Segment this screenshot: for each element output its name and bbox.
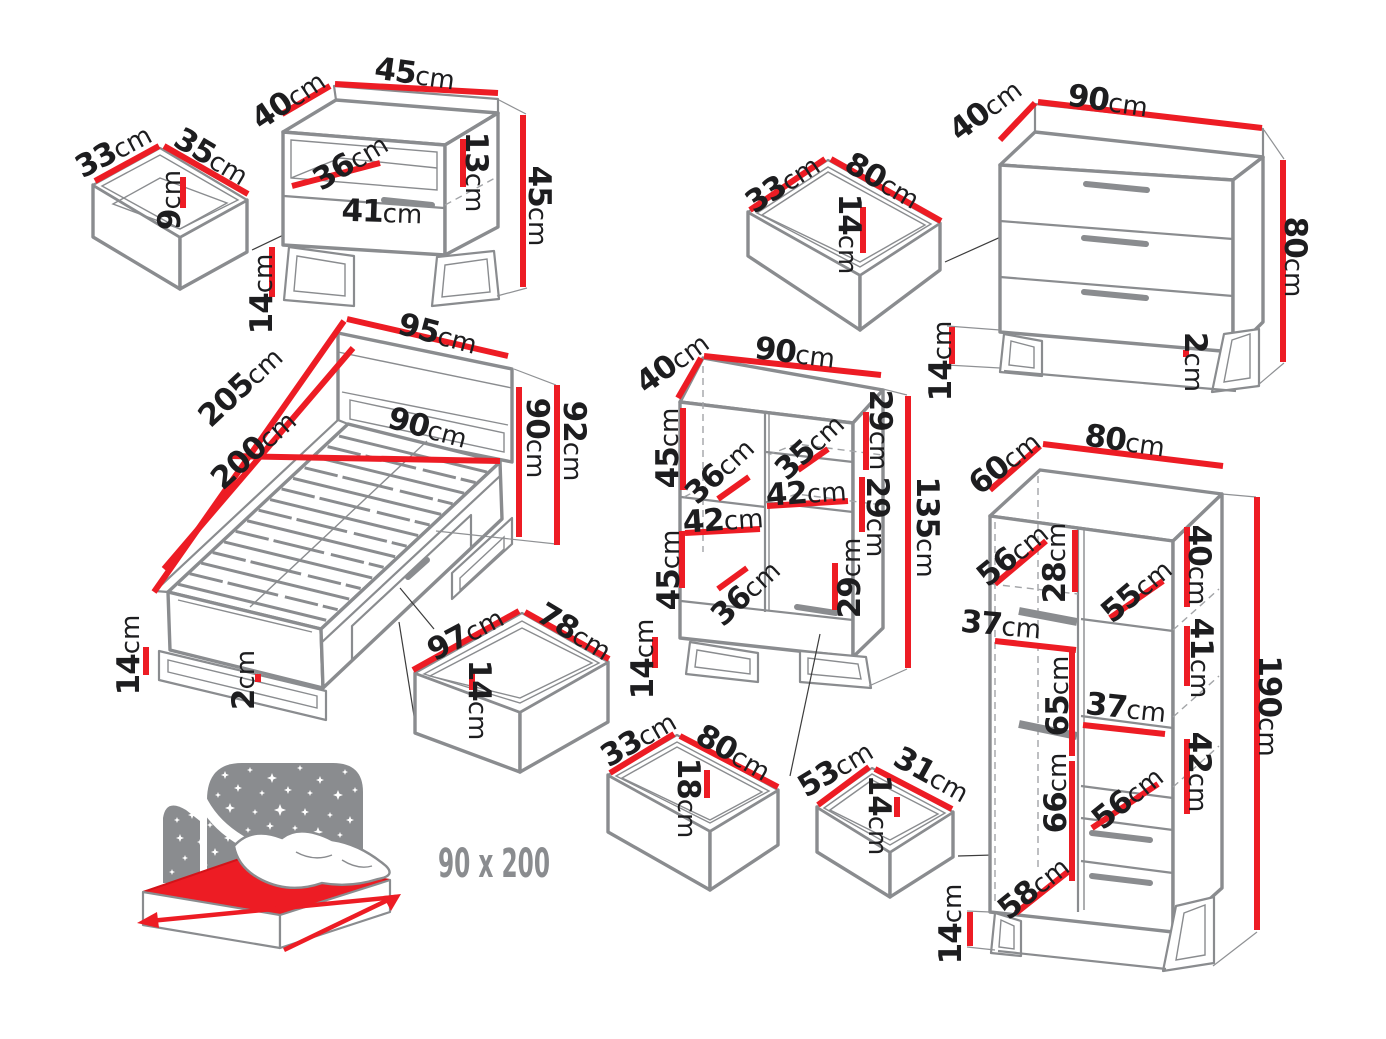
- bed-size-label: 90 x 200: [438, 841, 550, 887]
- dim-label-chest-of-drawers-2: 80cm: [1277, 217, 1313, 298]
- dim-label-wardrobe-9: 37cm: [1084, 686, 1168, 730]
- dim-label-chest-of-drawers-4: 14cm: [923, 321, 959, 402]
- arrow-width-shaft: [149, 894, 397, 924]
- dim-label-chest-of-drawers-0: 40cm: [943, 71, 1029, 148]
- dim-label-bookcase-1: 90cm: [753, 330, 838, 376]
- dim-label-bookcase-5: 45cm: [650, 408, 686, 489]
- nightstand-drawing: [269, 81, 528, 308]
- dim-label-small-drawer-33x35-2: 9cm: [152, 170, 188, 230]
- dim-label-wardrobe-1: 80cm: [1082, 418, 1167, 465]
- duvet: [232, 830, 391, 889]
- dim-label-wardrobe-14: 190cm: [1251, 655, 1287, 756]
- wardrobe-drawing: [966, 441, 1260, 973]
- dim-label-nightstand-6: 14cm: [244, 254, 280, 335]
- dim-label-wardrobe-7: 41cm: [1183, 618, 1219, 699]
- underbed-drawer-97x78-drawing: [411, 608, 611, 774]
- dim-label-underbed-drawer-33x80-top-2: 14cm: [831, 194, 867, 275]
- bed-drawing: [143, 316, 560, 723]
- dim-label-nightstand-5: 45cm: [521, 166, 557, 247]
- underbed-drawer-33x80-bottom-drawing: [606, 731, 780, 892]
- dim-label-wardrobe-12: 56cm: [1085, 758, 1170, 837]
- dim-label-underbed-drawer-97x78-2: 14cm: [461, 660, 497, 741]
- dim-label-bed-4: 92cm: [556, 401, 592, 482]
- underbed-drawer-33x80-top-drawing: [746, 156, 1064, 332]
- headboard-panel-left: [163, 805, 200, 883]
- small-drawer-33x35-drawing: [91, 143, 341, 291]
- dim-label-wardrobe-15: 14cm: [933, 884, 969, 965]
- dim-label-nightstand-1: 45cm: [372, 51, 457, 98]
- dim-label-underbed-drawer-33x80-bottom-2: 18cm: [670, 758, 706, 839]
- stars: [169, 765, 358, 875]
- dim-label-wardrobe-5: 40cm: [1181, 525, 1217, 606]
- mattress-icon: 90 x 200: [137, 763, 550, 953]
- dim-label-chest-of-drawers-1: 90cm: [1065, 78, 1150, 125]
- dim-label-bookcase-4: 135cm: [909, 476, 945, 577]
- dim-label-bookcase-8: 42cm: [765, 472, 848, 514]
- drawer-53x31-drawing: [815, 764, 1099, 899]
- dim-label-bookcase-13: 14cm: [625, 619, 661, 700]
- dim-label-bookcase-9: 42cm: [682, 499, 765, 541]
- dim-label-bed-7: 2cm: [226, 650, 262, 710]
- dim-label-wardrobe-10: 42cm: [1181, 732, 1217, 813]
- dim-label-bed-5: 90cm: [519, 398, 555, 479]
- arrow-length-head: [383, 894, 401, 911]
- dim-label-wardrobe-11: 66cm: [1038, 753, 1074, 834]
- chest-of-drawers-drawing: [946, 99, 1286, 394]
- dim-label-nightstand-4: 41cm: [341, 193, 423, 232]
- arrow-width-head: [137, 912, 159, 928]
- dim-label-bookcase-12: 29cm: [832, 538, 868, 619]
- dim-label-wardrobe-8: 65cm: [1040, 656, 1076, 737]
- dim-label-bed-6: 14cm: [111, 615, 147, 696]
- dim-label-bookcase-2: 29cm: [862, 390, 898, 471]
- dim-label-chest-of-drawers-3: 2cm: [1177, 332, 1213, 392]
- bookcase-drawing: [652, 353, 911, 777]
- dim-label-drawer-53x31-2: 14cm: [861, 775, 897, 856]
- arrow-length-shaft: [283, 897, 389, 953]
- dim-label-wardrobe-3: 28cm: [1037, 523, 1073, 604]
- dim-label-nightstand-3: 13cm: [458, 132, 494, 213]
- dim-label-bookcase-10: 45cm: [651, 530, 687, 611]
- dim-label-wardrobe-6: 37cm: [959, 604, 1043, 647]
- dim-label-bookcase-3: 29cm: [859, 477, 895, 558]
